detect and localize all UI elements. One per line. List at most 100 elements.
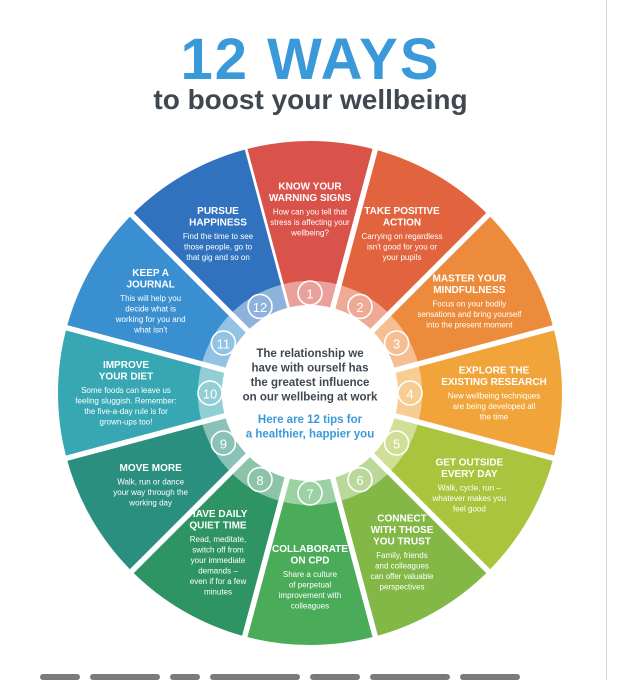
segment-5-number-badge	[383, 430, 410, 456]
segment-5-number: 5	[393, 437, 400, 452]
segment-4-desc-line: New wellbeing techniques	[448, 391, 541, 400]
center-circle	[222, 305, 398, 481]
segment-8-number-badge	[247, 466, 273, 493]
segment-8-desc-line: Read, meditate,	[190, 535, 246, 544]
segment-2-desc-line: isn't good for you or	[367, 242, 437, 251]
segment-3-desc-line: sensations and bring yourself	[417, 310, 522, 319]
segment-1-desc-line: How can you tell that	[273, 207, 348, 216]
segment-10-desc-line: the five-a-day rule is for	[84, 407, 168, 416]
segment-12-ring	[230, 284, 288, 331]
segment-7-number: 7	[306, 487, 313, 502]
segment-3-title-line: MASTER YOUR	[432, 273, 506, 284]
segment-4-title-line: EXISTING RESEARCH	[441, 377, 547, 388]
segment-5-title-line: EVERY DAY	[441, 469, 498, 480]
segment-8-desc-line: demands –	[198, 566, 238, 575]
segment-6-number: 6	[356, 473, 363, 488]
segment-3-desc-line: Focus on your bodily	[432, 299, 506, 308]
segment-1-number: 1	[306, 287, 313, 302]
segment-2-desc-line: Carrying on regardless	[362, 232, 443, 241]
segment-6-desc-line: Family, friends	[376, 551, 427, 560]
segment-2-title-line: ACTION	[383, 217, 421, 228]
segment-2-number: 2	[356, 300, 363, 315]
segment-9-wedge	[66, 421, 231, 572]
segment-9-number-badge	[210, 430, 237, 456]
center-tips-line: a healthier, happier you	[246, 429, 374, 441]
segment-2-title-line: TAKE POSITIVE	[364, 206, 440, 217]
segment-6-wedge	[338, 472, 489, 637]
center-tips-line: Here are 12 tips for	[258, 414, 363, 426]
segment-4-ring	[395, 364, 422, 422]
segment-1-ring	[281, 281, 339, 308]
segment-8-desc-line: even if for a few	[190, 577, 247, 586]
segment-4-number: 4	[406, 387, 413, 402]
segment-6-desc-line: and colleagues	[375, 562, 429, 571]
segment-4-desc-line: the time	[480, 412, 509, 421]
segment-5-wedge	[389, 421, 554, 572]
center-statement-line: The relationship we	[256, 348, 363, 360]
segment-8-desc-line: minutes	[204, 587, 232, 596]
segment-2-number-badge	[347, 293, 373, 320]
segment-separator	[329, 475, 379, 640]
segment-6-desc-line: perspectives	[380, 583, 425, 592]
segment-6-title-line: YOU TRUST	[373, 537, 431, 548]
segment-10-desc-line: Some foods can leave us	[81, 386, 171, 395]
segment-10-number: 10	[203, 387, 217, 402]
segment-8-ring	[230, 455, 288, 502]
segment-2-ring	[332, 284, 390, 331]
segment-6-number-badge	[347, 466, 373, 493]
segment-12-title-line: HAPPINESS	[189, 217, 247, 228]
segment-3-number: 3	[393, 337, 400, 352]
cut-off-text-strip	[40, 667, 580, 680]
segment-10-desc-line: grown-ups too!	[100, 418, 153, 427]
segment-11-wedge	[66, 214, 231, 365]
segment-separator	[63, 324, 228, 374]
segment-7-desc-line: improvement with	[279, 591, 342, 600]
segment-10-title-line: IMPROVE	[103, 360, 149, 371]
segment-11-title-line: JOURNAL	[126, 280, 174, 291]
segment-separator	[128, 211, 252, 335]
segment-8-title-line: QUIET TIME	[189, 520, 247, 531]
segment-7-desc-line: Share a culture	[283, 570, 338, 579]
segment-separator	[368, 211, 492, 335]
segment-separator	[63, 412, 228, 462]
segment-12-number-badge	[247, 293, 273, 320]
segment-separator	[128, 451, 252, 575]
segment-9-desc-line: working day	[128, 499, 172, 508]
segment-9-desc-line: your way through the	[113, 488, 188, 497]
segment-12-wedge	[131, 149, 282, 314]
page-subtitle: to boost your wellbeing	[153, 84, 468, 115]
segment-12-number: 12	[253, 300, 267, 315]
segment-8-title-line: HAVE DAILY	[189, 509, 248, 520]
segment-11-ring	[201, 313, 248, 371]
segment-11-number-badge	[210, 330, 237, 356]
segment-7-desc-line: of perpetual	[289, 581, 331, 590]
segment-5-desc-line: Walk, cycle, run –	[438, 483, 501, 492]
segment-1-title-line: WARNING SIGNS	[269, 193, 352, 204]
segment-10-ring	[198, 364, 225, 422]
segment-10-title-line: YOUR DIET	[99, 372, 153, 383]
segment-4-title-line: EXPLORE THE	[459, 365, 530, 376]
segment-11-desc-line: working for you and	[115, 315, 186, 324]
segment-6-title-line: CONNECT	[377, 514, 426, 525]
segment-separator	[241, 475, 291, 640]
segment-1-desc-line: wellbeing?	[290, 228, 329, 237]
segment-1-title-line: KNOW YOUR	[278, 181, 342, 192]
segment-8-desc-line: switch off from	[192, 545, 244, 554]
segment-6-ring	[332, 455, 390, 502]
segment-6-desc-line: can offer valuable	[370, 572, 434, 581]
segment-12-desc-line: that gig and so on	[186, 253, 250, 262]
segment-8-desc-line: your immediate	[191, 556, 246, 565]
segment-12-desc-line: Find the time to see	[183, 232, 254, 241]
segment-2-desc-line: your pupils	[383, 253, 422, 262]
